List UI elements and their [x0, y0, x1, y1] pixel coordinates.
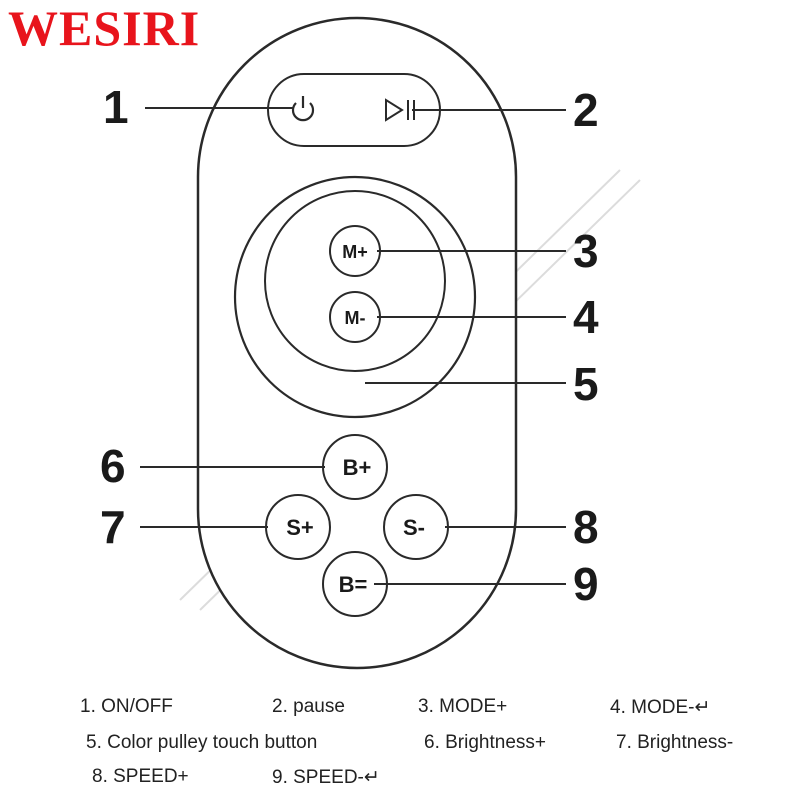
callout-number-2: 2 — [573, 84, 599, 136]
legend-item-5: 5. Color pulley touch button — [86, 732, 318, 753]
legend-item-7: 7. Brightness- — [616, 732, 734, 753]
legend-item-9: 9. SPEED-↵ — [272, 767, 380, 788]
callout-number-8: 8 — [573, 501, 599, 553]
legend-item-2: 2. pause — [272, 696, 345, 717]
speed-minus-label: S- — [403, 515, 425, 540]
callout-number-9: 9 — [573, 558, 599, 610]
legend: 1. ON/OFF 2. pause 3. MODE+ 4. MODE-↵ 5.… — [0, 690, 800, 800]
callout-lines — [140, 107, 566, 585]
callout-number-5: 5 — [573, 358, 599, 410]
callout-number-6: 6 — [100, 440, 126, 492]
callout-number-4: 4 — [573, 291, 599, 343]
legend-item-1: 1. ON/OFF — [80, 696, 173, 717]
legend-item-8: 8. SPEED+ — [92, 766, 189, 787]
speed-plus-label: S+ — [286, 515, 314, 540]
remote-diagram: M+ M- B+ S+ S- B= 1 2 3 4 — [100, 16, 641, 670]
callout-number-1: 1 — [103, 81, 129, 133]
brightness-equal-label: B= — [339, 572, 368, 597]
callout-number-7: 7 — [100, 501, 126, 553]
legend-item-6: 6. Brightness+ — [424, 732, 546, 753]
mode-minus-label: M- — [345, 308, 366, 328]
callout-number-3: 3 — [573, 225, 599, 277]
color-pulley-inner-ring — [264, 190, 446, 372]
brand-logo: WESIRI — [8, 0, 201, 56]
brightness-plus-label: B+ — [343, 455, 372, 480]
legend-item-4: 4. MODE-↵ — [610, 697, 711, 718]
legend-item-3: 3. MODE+ — [418, 696, 508, 717]
mode-plus-label: M+ — [342, 242, 368, 262]
